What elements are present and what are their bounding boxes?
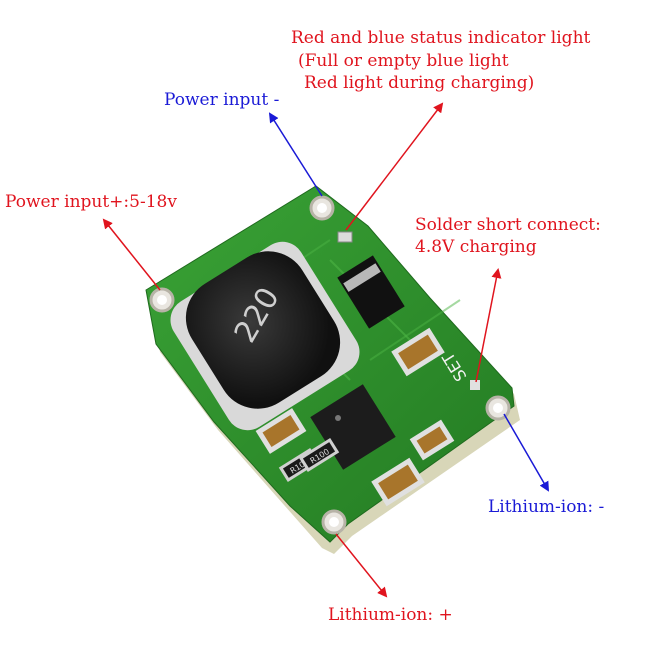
lithium-plus-label: Lithium-ion: + bbox=[328, 605, 453, 625]
power-input-minus-label: Power input - bbox=[164, 90, 280, 110]
arrow-status-light bbox=[345, 102, 444, 231]
solder-short-label-line2: 4.8V charging bbox=[415, 237, 537, 257]
mounting-hole-lithium-plus bbox=[321, 509, 347, 535]
arrow-lithium-plus bbox=[335, 533, 388, 598]
arrow-power-minus bbox=[268, 112, 323, 197]
diode bbox=[337, 255, 405, 329]
lithium-minus-label: Lithium-ion: - bbox=[488, 497, 605, 517]
arrow-power-plus bbox=[102, 218, 161, 291]
set-solder-pad bbox=[470, 380, 480, 390]
inductor: 220 bbox=[170, 241, 360, 431]
mounting-hole-power-plus bbox=[149, 287, 175, 313]
capacitor bbox=[391, 327, 445, 377]
status-led bbox=[337, 231, 353, 243]
resistor: R100 bbox=[298, 437, 340, 473]
mounting-hole-power-minus bbox=[309, 195, 335, 221]
status-light-label-line2: (Full or empty blue light bbox=[298, 51, 509, 71]
capacitor bbox=[255, 408, 307, 454]
power-input-plus-label: Power input+:5-18v bbox=[5, 192, 177, 212]
arrow-solder-short bbox=[475, 268, 502, 383]
capacitor bbox=[409, 419, 455, 461]
arrow-lithium-minus bbox=[503, 413, 550, 492]
status-light-label-line3: Red light during charging) bbox=[304, 73, 535, 93]
status-light-label-line1: Red and blue status indicator light bbox=[291, 28, 591, 48]
solder-short-label-line1: Solder short connect: bbox=[415, 215, 601, 235]
capacitor bbox=[371, 457, 425, 507]
mounting-hole-lithium-minus bbox=[485, 395, 511, 421]
